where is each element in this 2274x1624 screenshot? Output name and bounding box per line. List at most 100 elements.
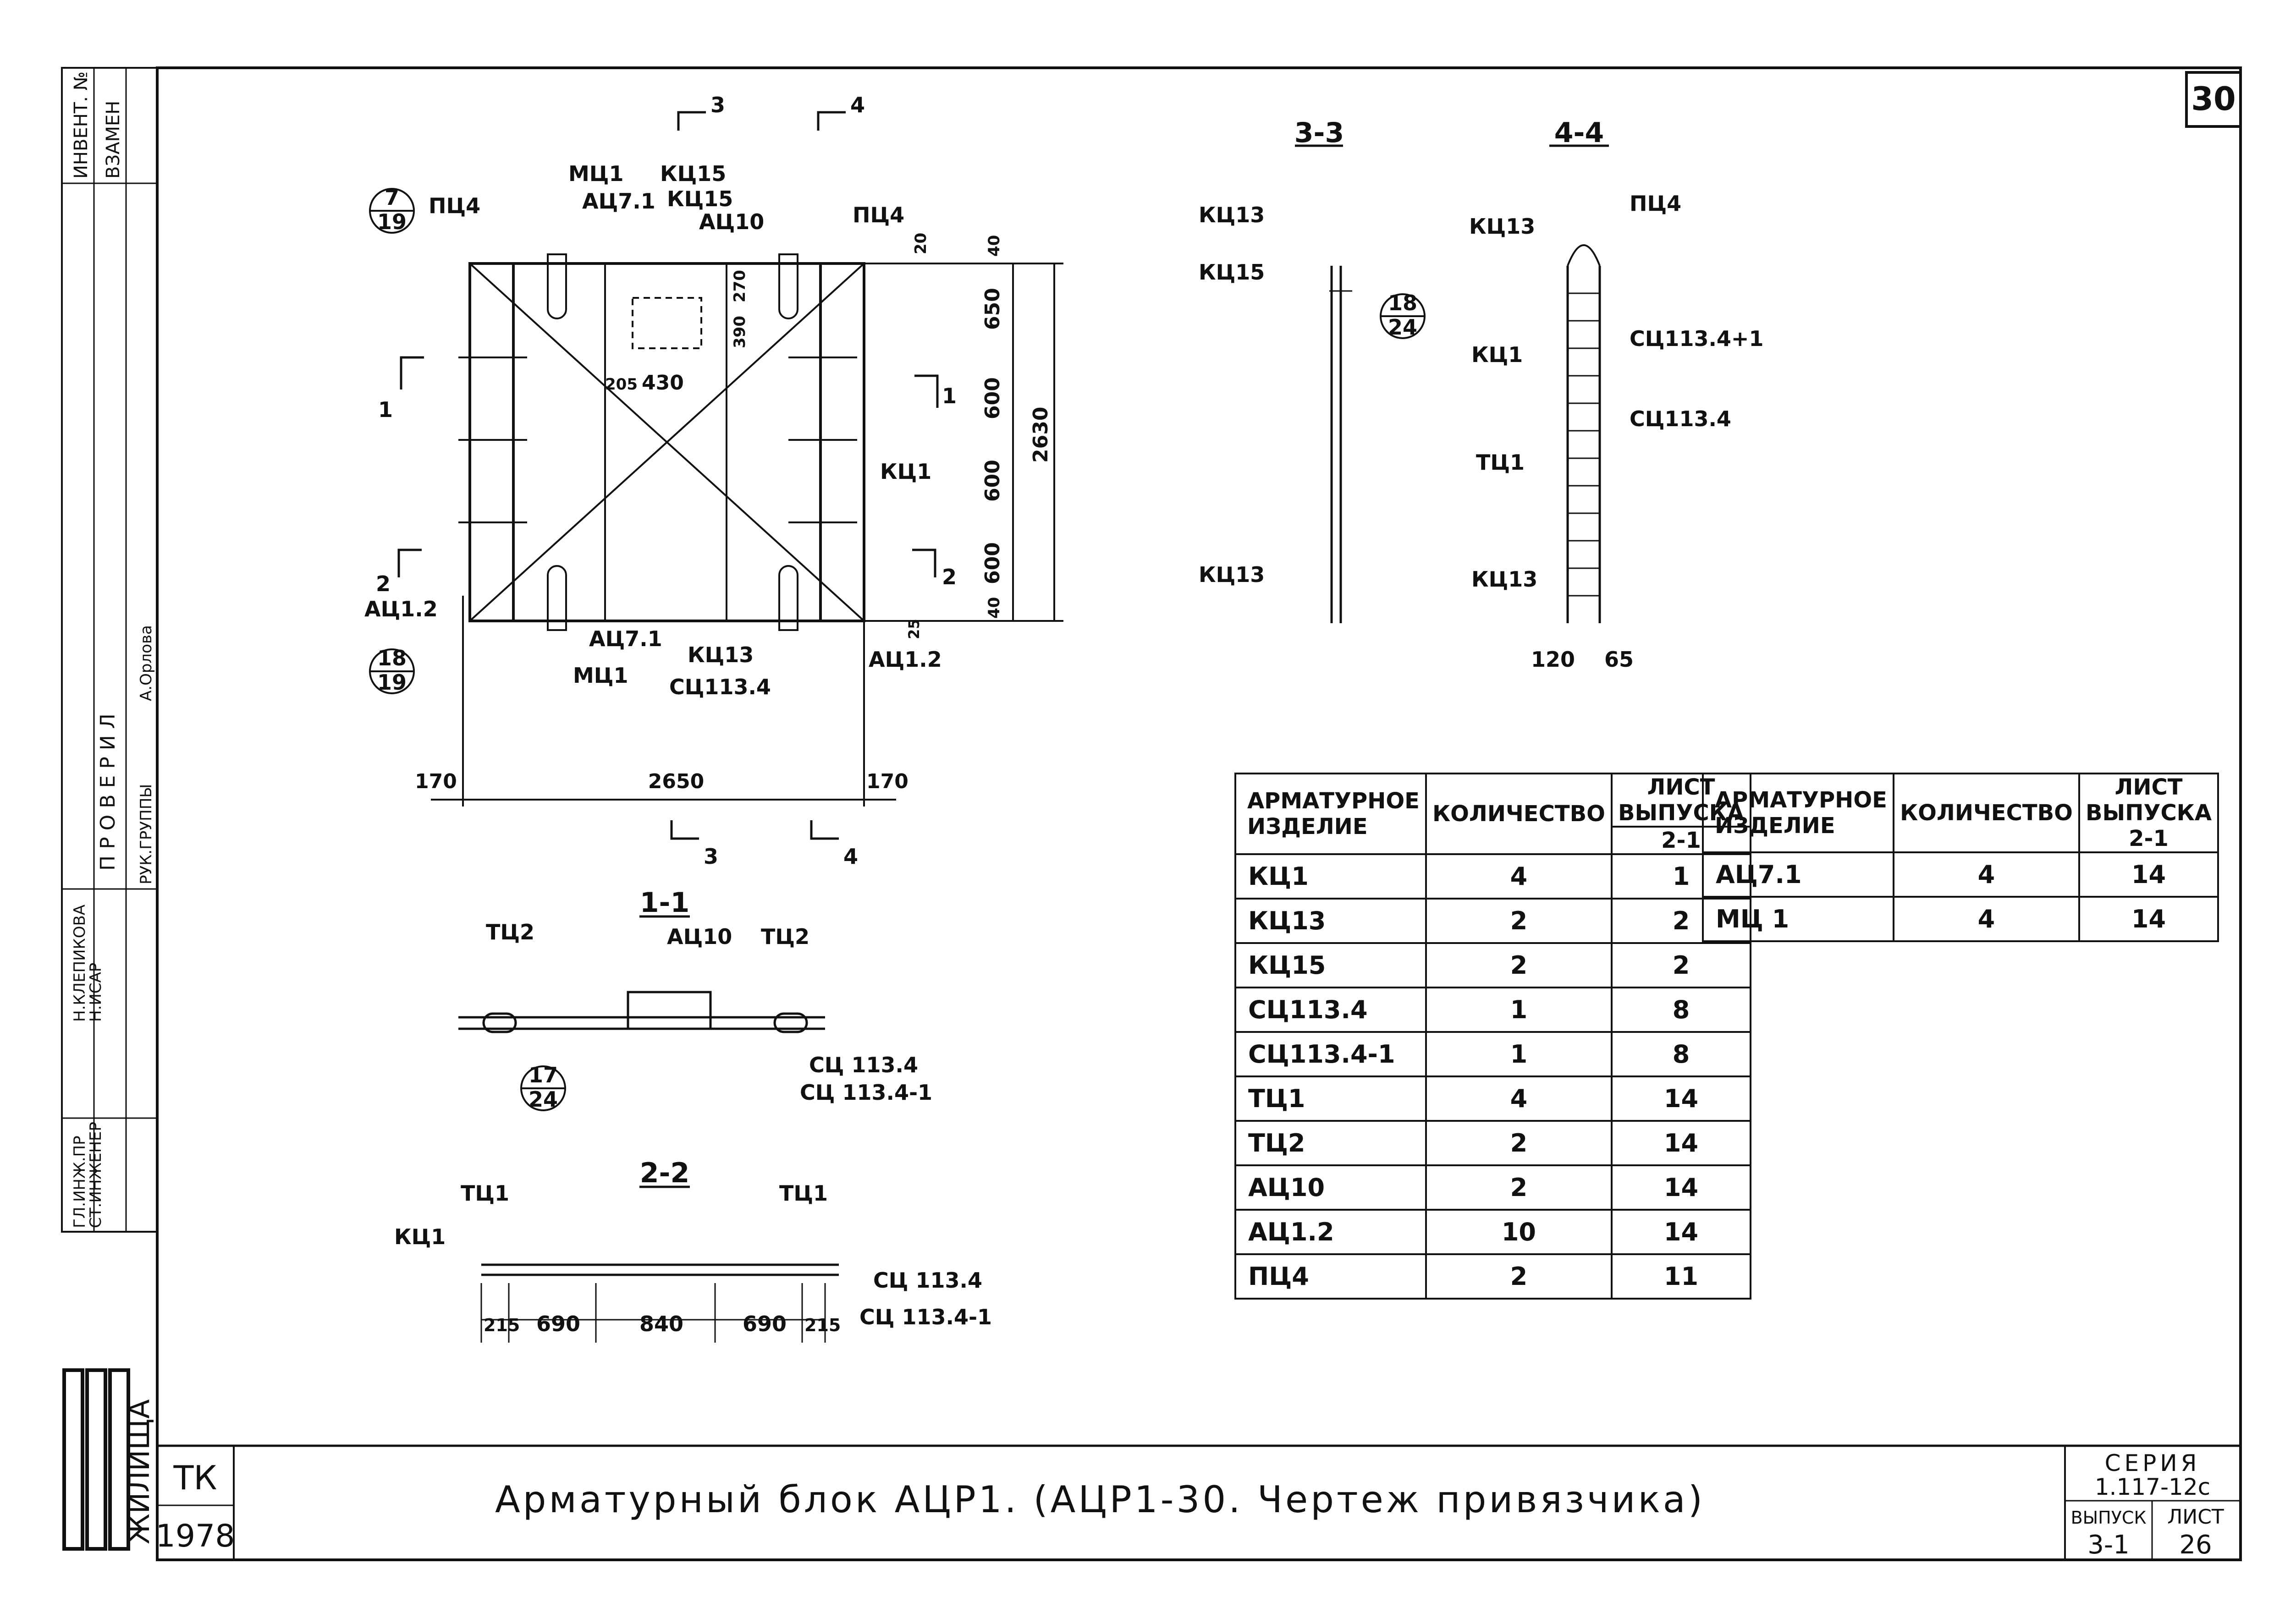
section-2-dim-840: 840 [639, 1311, 683, 1336]
section-4-label-kc13-top: КЦ13 [1469, 214, 1535, 239]
section-2-label-sc1134: СЦ 113.4 [873, 1268, 982, 1293]
spec-item: КЦ1 [1234, 853, 1427, 900]
plan-label-ac71-top: АЦ7.1 [582, 189, 655, 214]
spec-item: АЦ10 [1234, 1164, 1427, 1211]
section-3-title: 3-3 [1294, 117, 1344, 149]
sheet-title: Арматурный блок АЦР1. (АЦР1-30. Чертеж п… [495, 1478, 1705, 1521]
name-2: Н.ИСАР [87, 963, 105, 1022]
section-1-1 [458, 915, 825, 1111]
plan-label-ac71-bottom: АЦ7.1 [589, 626, 662, 651]
plan-label-kc15-a: КЦ15 [660, 161, 726, 186]
spec-sheet: 8 [1610, 1031, 1752, 1077]
spec-sheet: 14 [1610, 1120, 1752, 1166]
section-1-callout-num: 17 [529, 1063, 558, 1087]
section-mark-1-right: 1 [942, 384, 957, 408]
dim-390: 390 [731, 316, 749, 348]
plan-callout-bottom-num: 18 [377, 646, 407, 670]
section-mark-3-bottom: 3 [704, 844, 718, 869]
section-4-label-kc13-bottom: КЦ13 [1471, 567, 1537, 592]
spec-item: КЦ13 [1234, 898, 1427, 944]
role-2: СТ.ИНЖЕНЕР [87, 1122, 105, 1228]
spec-item: СЦ113.4-1 [1234, 1031, 1427, 1077]
spec-sheet: 8 [1610, 987, 1752, 1033]
plan-label-mc1-top: МЦ1 [568, 161, 623, 186]
spec-item: ТЦ1 [1234, 1075, 1427, 1122]
checked-label: ПРОВЕРИЛ [96, 707, 120, 871]
plan-callout-bottom-den: 19 [377, 670, 407, 695]
section-3-callout-num: 18 [1388, 291, 1417, 315]
spec-qty: 4 [1425, 1075, 1613, 1122]
section-4-dim-120: 120 [1531, 647, 1575, 672]
section-1-label-sc1134: СЦ 113.4 [809, 1053, 918, 1077]
spec-header-qty: КОЛИЧЕСТВО [1425, 773, 1613, 855]
plan-label-kc13: КЦ13 [688, 642, 754, 667]
sheet-number: 26 [2179, 1530, 2212, 1560]
spec-qty: 2 [1425, 1164, 1613, 1211]
spec-header-item: АРМАТУРНОЕ ИЗДЕЛИЕ [1234, 773, 1427, 855]
issue-number: 3-1 [2087, 1530, 2129, 1560]
spec-item: ТЦ2 [1234, 1120, 1427, 1166]
page-number: 30 [2191, 80, 2235, 118]
section-1-label-tc2-right: ТЦ2 [761, 924, 809, 949]
dim-205: 205 [605, 375, 638, 394]
section-2-2 [480, 1185, 839, 1343]
section-4-label-tc1: ТЦ1 [1476, 450, 1525, 475]
dim-40-bottom: 40 [985, 597, 1003, 619]
dim-600-a: 600 [981, 377, 1004, 419]
spec-header-item: АРМАТУРНОЕ ИЗДЕЛИЕ [1702, 773, 1894, 853]
spec-item: СЦ113.4 [1234, 987, 1427, 1033]
spec-qty: 10 [1425, 1209, 1613, 1255]
section-4-label-sc1134: СЦ113.4 [1630, 406, 1731, 431]
section-3-label-kc15: КЦ15 [1199, 260, 1265, 285]
spec-qty: 2 [1425, 1120, 1613, 1166]
dim-650: 650 [981, 288, 1004, 330]
spec-table-left: АРМАТУРНОЕ ИЗДЕЛИЕ КОЛИЧЕСТВО ЛИСТ ВЫПУС… [1234, 773, 1752, 1300]
dim-430: 430 [642, 371, 684, 395]
section-1-label-tc2-left: ТЦ2 [486, 920, 534, 944]
plan-label-pc4-left: ПЦ4 [429, 193, 480, 218]
section-4-label-kc1: КЦ1 [1471, 342, 1523, 367]
plan-callout-top-num: 7 [385, 185, 399, 210]
spec-table-right: АРМАТУРНОЕ ИЗДЕЛИЕ КОЛИЧЕСТВО ЛИСТ ВЫПУС… [1702, 773, 2219, 942]
dim-40-top: 40 [985, 235, 1003, 257]
spec-item: ПЦ4 [1234, 1253, 1427, 1300]
series-number: 1.117-12с [2095, 1474, 2210, 1500]
spec-sheet: 14 [1610, 1209, 1752, 1255]
section-mark-1-left: 1 [378, 397, 393, 422]
section-mark-2-left: 2 [376, 571, 391, 596]
series-label: СЕРИЯ [2105, 1450, 2201, 1476]
name-1: Н.КЛЕПИКОВА [71, 905, 89, 1022]
section-4-4 [1549, 144, 1609, 623]
section-1-label-ac10: АЦ10 [667, 924, 732, 949]
section-2-dim-215-right: 215 [804, 1315, 841, 1335]
spec-qty: 4 [1425, 853, 1613, 900]
spec-sheet: 14 [1610, 1164, 1752, 1211]
spec-item: АЦ7.1 [1702, 851, 1894, 898]
dim-25: 25 [905, 619, 923, 639]
spec-item: МЦ 1 [1702, 896, 1894, 942]
section-4-label-sc1134-1: СЦ113.4+1 [1630, 326, 1764, 351]
dim-270: 270 [731, 270, 749, 302]
issue-label: ВЫПУСК [2071, 1508, 2147, 1528]
group-head-label: РУК.ГРУППЫ [137, 784, 155, 884]
section-3-label-kc13-top: КЦ13 [1199, 203, 1265, 227]
dim-20: 20 [912, 233, 930, 254]
plan-callout-top-den: 19 [377, 209, 407, 234]
inventory-label: ИНВЕНТ. № [71, 71, 92, 179]
section-4-dim-65: 65 [1604, 647, 1634, 672]
page-number-box [2185, 71, 2242, 128]
plan-label-mc1-bottom: МЦ1 [573, 663, 628, 688]
section-mark-2-right: 2 [942, 565, 957, 589]
spec-sheet: 11 [1610, 1253, 1752, 1300]
spec-qty: 4 [1892, 896, 2080, 942]
section-1-callout-den: 24 [529, 1087, 558, 1112]
plan-label-kc1: КЦ1 [880, 459, 931, 484]
